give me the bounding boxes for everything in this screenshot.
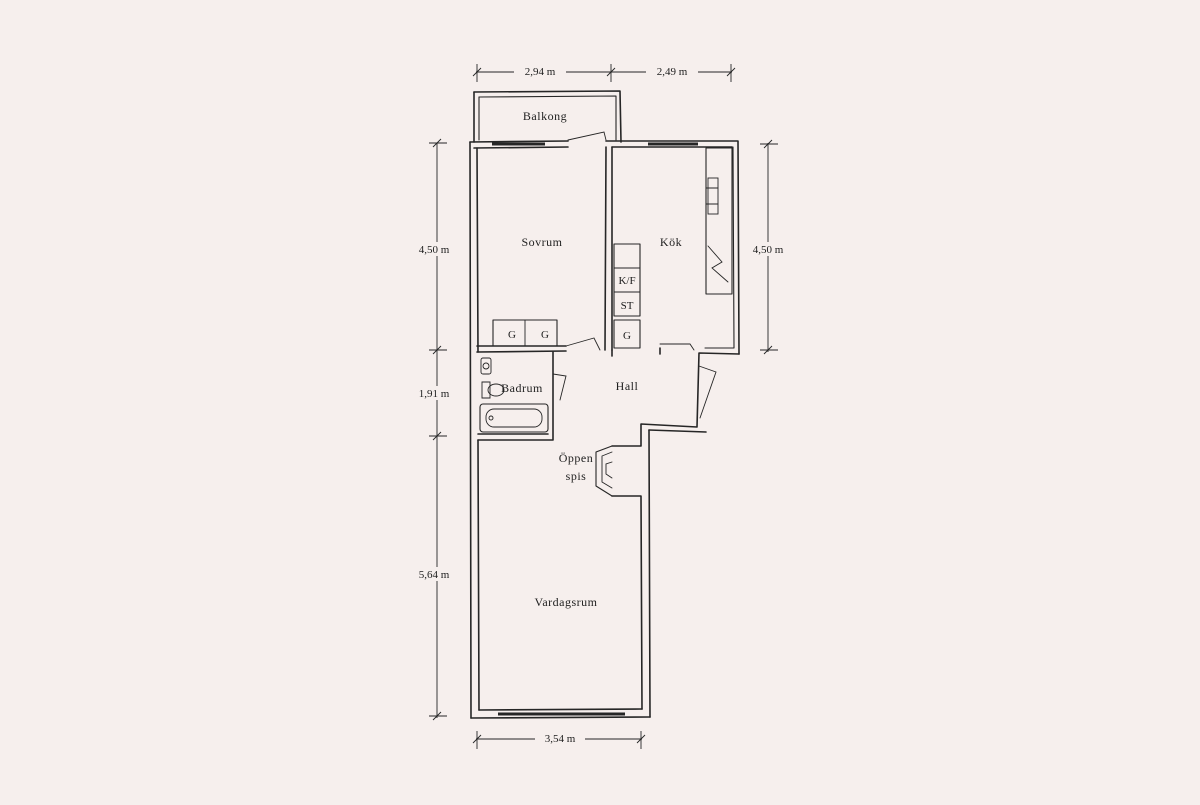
windows — [492, 142, 698, 716]
bathroom-fixtures — [479, 357, 549, 433]
bedroom-wardrobes — [492, 319, 558, 347]
cleaning-closet-label: ST — [621, 300, 634, 312]
dimension-label-bottom: 3,54 m — [545, 733, 576, 745]
dimension-left — [429, 138, 447, 721]
balcony — [473, 90, 622, 143]
dimension-label-top-left: 2,94 m — [525, 66, 556, 78]
fireplace — [595, 445, 613, 497]
dimension-label-left-bedroom: 4,50 m — [419, 244, 450, 256]
room-label-fireplace-line1: Öppen — [559, 451, 594, 465]
wardrobe-label-2: G — [541, 329, 549, 341]
room-label-living: Vardagsrum — [535, 595, 598, 609]
kitchen-cabinets — [613, 147, 733, 349]
room-label-balcony: Balkong — [523, 109, 567, 123]
room-label-bedroom: Sovrum — [521, 235, 562, 249]
dimension-label-top-right: 2,49 m — [657, 66, 688, 78]
fridge-freezer-label: K/F — [618, 275, 635, 287]
room-label-kitchen: Kök — [660, 235, 682, 249]
hall-wardrobe-label: G — [623, 330, 631, 342]
outer-walls — [469, 140, 740, 719]
room-label-hall: Hall — [616, 379, 639, 393]
dimension-label-right-kitchen: 4,50 m — [753, 244, 784, 256]
room-label-fireplace-line2: spis — [566, 469, 587, 483]
room-label-bathroom: Badrum — [501, 381, 543, 395]
dimension-label-left-bathroom: 1,91 m — [419, 388, 450, 400]
wardrobe-label-1: G — [508, 329, 516, 341]
interior-walls — [476, 146, 717, 441]
dimension-label-left-living: 5,64 m — [419, 569, 450, 581]
